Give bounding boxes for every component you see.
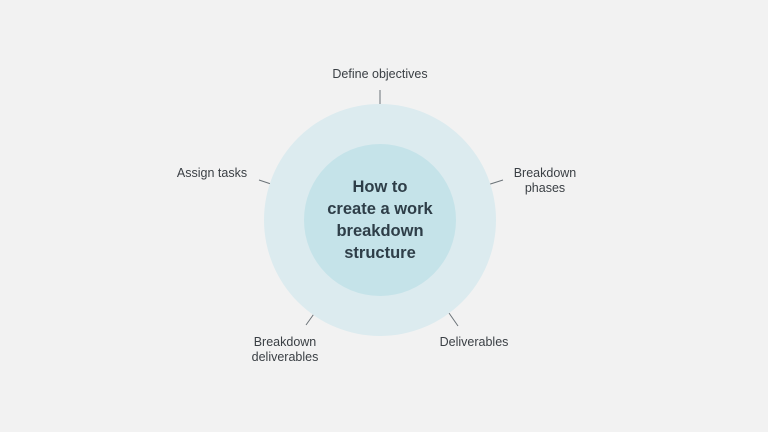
step-label-breakdown-phases: Breakdown phases <box>513 166 577 195</box>
step-label-deliverables: Deliverables <box>439 335 509 349</box>
step-label-define-objectives: Define objectives <box>332 67 428 81</box>
center-title: How to create a work breakdown structure <box>327 178 433 262</box>
step-label-assign-tasks: Assign tasks <box>176 166 248 180</box>
step-label-breakdown-deliverables: Breakdown deliverables <box>251 335 319 364</box>
center-circle: How to create a work breakdown structure <box>304 144 456 296</box>
